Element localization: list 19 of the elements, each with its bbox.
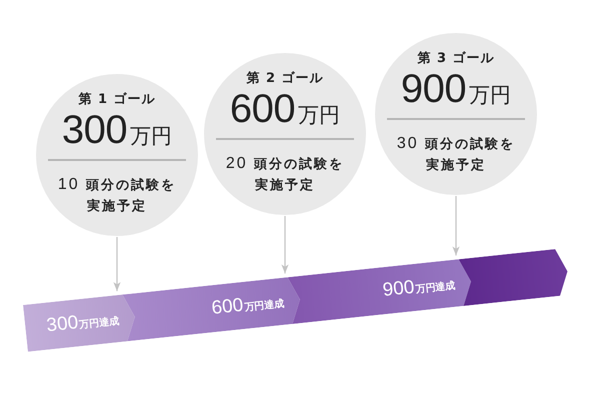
goal-amount: 900万円 — [400, 68, 512, 113]
goal-amount: 600万円 — [230, 88, 340, 133]
goal-title: 第 3 ゴール — [417, 51, 495, 67]
progress-segment — [122, 276, 302, 342]
goal-title: 第 1 ゴール — [78, 92, 156, 108]
milestone-label: 900万円達成 — [382, 275, 457, 302]
goal-description: 20 頭分の試験を実施予定 — [224, 154, 346, 195]
arrow — [281, 216, 289, 274]
progress-segment — [288, 258, 474, 324]
milestone-label: 300万円達成 — [45, 310, 120, 338]
milestone-label: 600万円達成 — [210, 293, 286, 320]
progress-segment — [458, 248, 570, 306]
arrow — [452, 196, 460, 256]
goal-description: 10 頭分の試験を実施予定 — [56, 175, 178, 216]
arrow — [113, 237, 121, 292]
goal-title: 第 2 ゴール — [246, 71, 324, 87]
goal-description: 30 頭分の試験を実施予定 — [396, 134, 516, 175]
progress-segment — [23, 294, 138, 352]
goal-amount: 300万円 — [62, 109, 172, 154]
